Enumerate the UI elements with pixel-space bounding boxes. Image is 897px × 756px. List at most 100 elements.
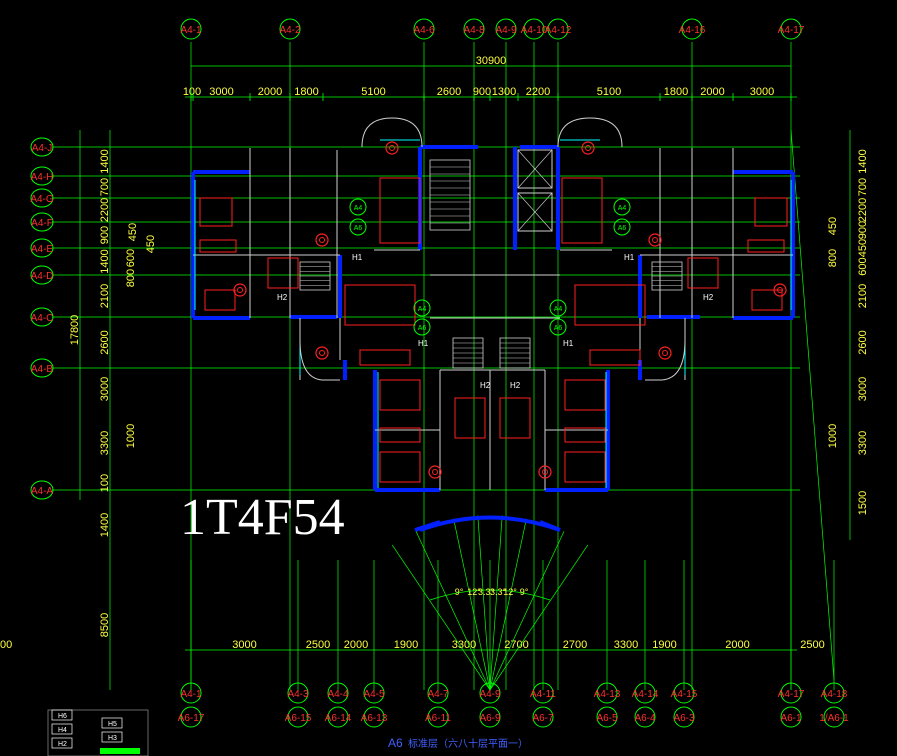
unit-label: A6: [354, 225, 363, 232]
axis-label-bottom-a6: A6-14: [325, 713, 352, 724]
axis-label-bottom-a4: A4-15: [671, 689, 698, 700]
dimension-right-inner: 800: [827, 249, 839, 267]
axis-label-top: A4-8: [463, 25, 485, 36]
legend-box: [51, 709, 73, 721]
angle-label: 9°: [455, 587, 464, 597]
plant-symbol: [237, 287, 243, 293]
furniture: [499, 397, 531, 439]
axis-label-left: A4-D: [31, 271, 54, 282]
axis-label-bottom-a6: A6-7: [532, 713, 554, 724]
furniture: [589, 349, 641, 366]
dimension-top: 1800: [664, 86, 688, 98]
drawing-caption: A6 标准层（六八十层平面一）: [388, 736, 528, 750]
plant-symbol: [432, 469, 438, 475]
elevator-cross: [517, 192, 553, 232]
axis-label-left: A4-A: [31, 486, 54, 497]
axis-label-left: A4-C: [31, 313, 54, 324]
dimension-right: 3000: [857, 377, 869, 401]
furniture: [199, 239, 237, 253]
dimension-bottom: 2000: [344, 639, 368, 651]
unit-label: A6: [554, 325, 563, 332]
axis-bubble-bottom: [823, 682, 845, 704]
plant-symbol: [315, 233, 329, 247]
furniture: [747, 239, 785, 253]
axis-label-left: A4-F: [31, 218, 53, 229]
furniture: [564, 427, 606, 443]
axis-label-bottom-a4: A4-9: [479, 689, 501, 700]
plant-symbol: [538, 465, 552, 479]
furniture: [561, 177, 603, 244]
furniture: [454, 397, 486, 439]
axis-bubble-bottom: [673, 682, 695, 704]
axis-label-top: A4-9: [495, 25, 517, 36]
axis-bubble-bottom: [427, 682, 449, 704]
axis-bubble-bottom: [363, 706, 385, 728]
axis-label-bottom-a4: A4-1: [180, 689, 202, 700]
axis-bubble-top: [180, 18, 202, 40]
axis-bubble-left: [30, 480, 54, 500]
dimension-top: 900: [473, 86, 491, 98]
axis-bubble-bottom: [287, 682, 309, 704]
axis-label-bottom-a4: A4-11: [530, 689, 556, 700]
room-tag: H2: [277, 293, 288, 302]
unit-label: A4: [418, 306, 427, 313]
unit-marker: [613, 198, 631, 216]
legend-label: H6: [58, 713, 67, 720]
furniture: [379, 451, 421, 483]
axis-label-bottom-a4: A4-14: [632, 689, 659, 700]
dimension-bottom: 2700: [563, 639, 587, 651]
axis-label-bottom-a6: A6-4: [634, 713, 656, 724]
plant-symbol: [777, 287, 783, 293]
furniture: [204, 289, 236, 311]
axis-bubble-bottom: [780, 706, 802, 728]
plant-symbol: [648, 233, 662, 247]
axis-bubble-top: [463, 18, 485, 40]
unit-marker: [613, 218, 631, 236]
axis-bubble-left: [30, 166, 54, 186]
axis-bubble-left: [30, 307, 54, 327]
dimension-right: 2600: [857, 330, 869, 354]
axis-label-bottom-a4: A4-4: [327, 689, 349, 700]
dimension-right-inner: 1000: [827, 424, 839, 448]
unit-marker: [549, 318, 567, 336]
axis-label-top: A4-16: [679, 25, 706, 36]
axis-label-left: A4-H: [31, 172, 54, 183]
dimension-top: 100: [183, 86, 201, 98]
dimension-left: 700: [99, 178, 111, 196]
furniture: [687, 257, 719, 289]
dimension-left: 2600: [99, 330, 111, 354]
legend-box: [51, 737, 73, 749]
fan-ray: [391, 544, 491, 691]
furniture: [751, 289, 783, 311]
plant-symbol: [542, 469, 548, 475]
axis-label-bottom-a4: A4-5: [363, 689, 385, 700]
dimension-bottom: 3000: [232, 639, 256, 651]
balcony-outline: [645, 339, 686, 381]
axis-label-bottom-a4: A4-13: [594, 689, 621, 700]
axis-bubble-bottom: [780, 682, 802, 704]
dimension-bottom: 2700: [504, 639, 528, 651]
dimension-left: 1400: [99, 513, 111, 537]
angle-label: 3.3°: [490, 587, 507, 597]
dimension-bottom: 1900: [652, 639, 676, 651]
axis-label-bottom-a6: A6-11: [425, 713, 451, 724]
balcony-outline: [299, 339, 340, 381]
balcony-outline: [557, 117, 623, 148]
legend-label: H5: [108, 721, 117, 728]
plant-symbol: [319, 237, 325, 243]
angle-label: 9°: [520, 587, 529, 597]
dimension-left: 900: [99, 226, 111, 244]
unit-marker: [413, 318, 431, 336]
dimension-top: 2600: [437, 86, 461, 98]
fan-ray: [489, 518, 527, 691]
furniture: [574, 284, 646, 326]
axis-label-bottom-a6: A6-3: [673, 713, 695, 724]
axis-bubble-top: [681, 18, 703, 40]
axis-bubble-bottom: [180, 706, 202, 728]
dimension-overall-height: 17800: [69, 315, 81, 346]
axis-bubble-bottom: [180, 682, 202, 704]
axis-label-left: A4-E: [31, 244, 54, 255]
curved-wall: [419, 515, 561, 532]
